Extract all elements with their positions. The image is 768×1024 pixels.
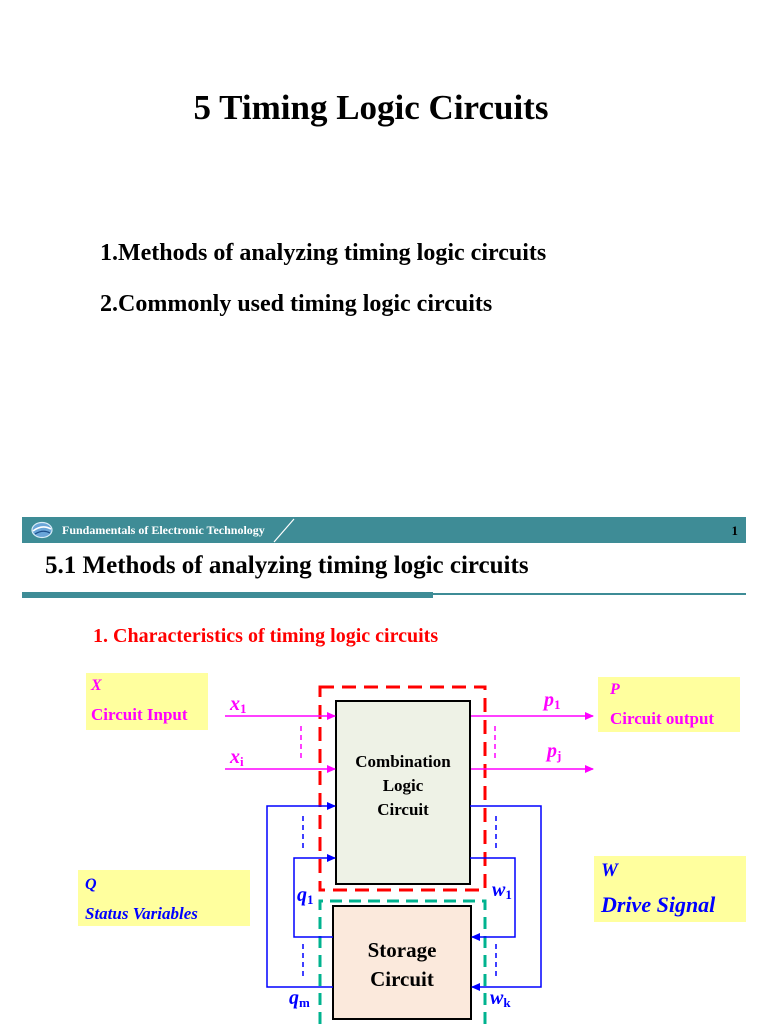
combination-line-1: Combination [355, 752, 451, 771]
page-number: 1 [731, 523, 739, 538]
slide-title: 5 Timing Logic Circuits [193, 88, 549, 127]
combination-line-2: Logic [383, 776, 424, 795]
drive-symbol: W [601, 860, 618, 881]
signal-w1: w1 [492, 879, 512, 902]
q1-feedback-line [293, 854, 336, 938]
circuit-output-label: P Circuit output [598, 677, 740, 732]
outline-item-1: 1.Methods of analyzing timing logic circ… [100, 240, 547, 266]
signal-qm: qm [289, 987, 310, 1010]
circuit-input-label: X Circuit Input [86, 673, 208, 730]
signal-pj: pj [545, 740, 561, 763]
combination-logic-block [335, 700, 471, 885]
combination-line-3: Circuit [377, 800, 429, 819]
globe-logo-icon [31, 521, 53, 539]
signal-xi: xi [229, 746, 244, 769]
banner-course-title: Fundamentals of Electronic Technology [62, 523, 265, 537]
banner-divider-slash [273, 518, 295, 543]
signal-wk: wk [490, 987, 511, 1010]
wk-drive-line [470, 805, 542, 991]
output-symbol: P [610, 681, 620, 698]
section-title: 5.1 Methods of analyzing timing logic ci… [45, 552, 529, 579]
storage-circuit-block [332, 905, 472, 1020]
signal-p1: p1 [542, 689, 561, 712]
storage-boundary [318, 899, 487, 1024]
status-variables-label: Q Status Variables [78, 870, 250, 926]
slide-banner: Fundamentals of Electronic Technology 1 [22, 517, 746, 543]
w1-drive-line [470, 857, 516, 941]
status-text: Status Variables [85, 904, 198, 923]
drive-text: Drive Signal [601, 892, 716, 917]
section-rule-thin [433, 593, 746, 595]
timing-circuit-diagram: Combination Logic Circuit Storage Circui… [225, 685, 594, 1024]
combination-boundary [318, 685, 487, 892]
subheading: 1. Characteristics of timing logic circu… [93, 625, 439, 647]
status-symbol: Q [85, 876, 97, 893]
signal-x1: x1 [229, 693, 247, 716]
input-symbol: X [91, 677, 102, 694]
output-text: Circuit output [610, 709, 715, 728]
input-text: Circuit Input [91, 705, 188, 724]
qm-feedback-line [266, 802, 336, 988]
outline-item-2: 2.Commonly used timing logic circuits [100, 291, 493, 317]
signal-q1: q1 [297, 884, 314, 907]
storage-line-2: Circuit [370, 967, 434, 991]
section-rule-thick [22, 592, 433, 598]
storage-line-1: Storage [368, 938, 437, 962]
drive-signal-label: W Drive Signal [594, 856, 746, 922]
